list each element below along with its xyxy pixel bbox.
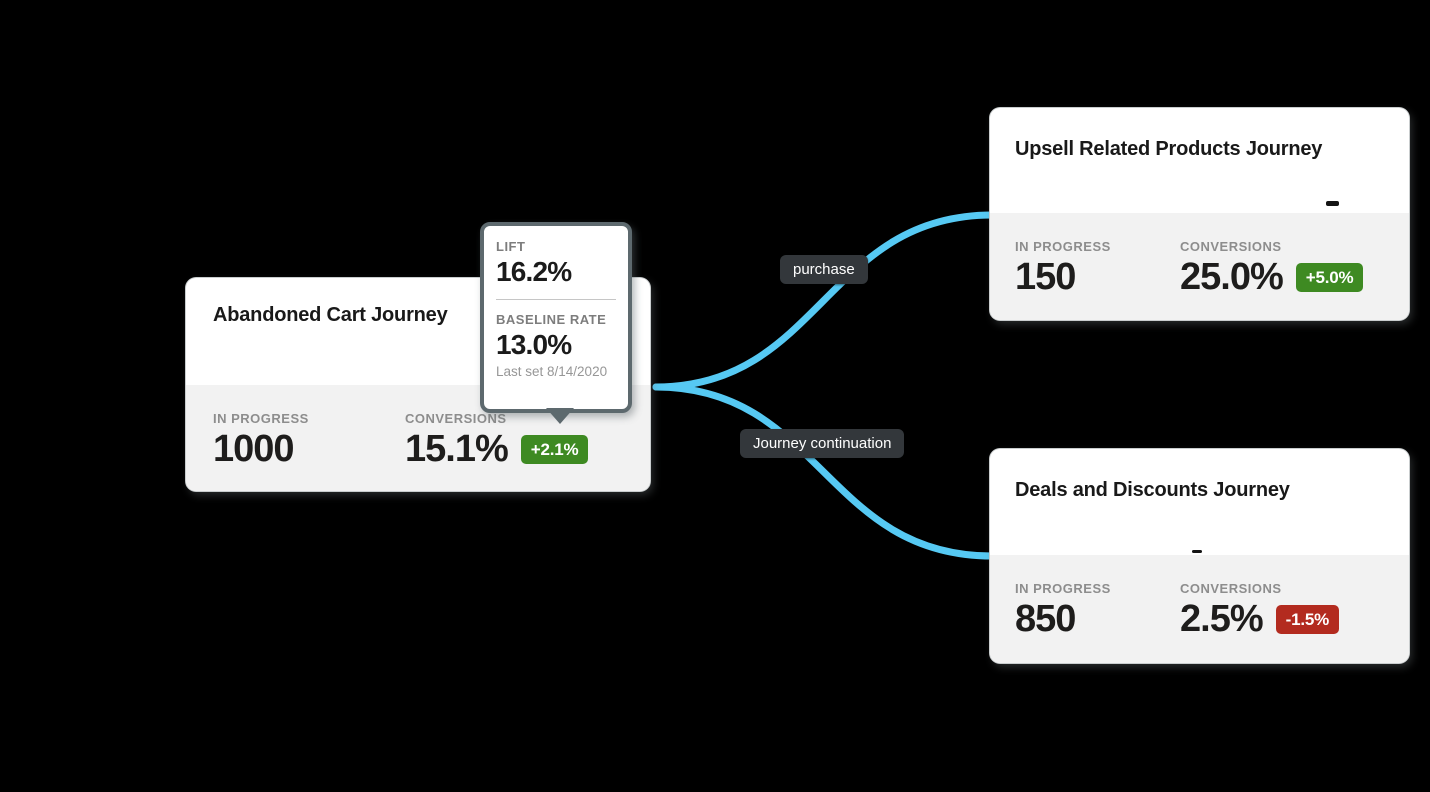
node-title: Abandoned Cart Journey <box>213 304 448 326</box>
node-title-area: Deals and Discounts Journey <box>990 449 1409 555</box>
lift-value: 16.2% <box>496 256 572 287</box>
node-stats: IN PROGRESS 150 CONVERSIONS 25.0% +5.0% <box>990 213 1409 320</box>
conversions-value: 2.5% <box>1180 598 1264 640</box>
in-progress-stat: IN PROGRESS 850 <box>1015 581 1180 663</box>
node-title-area: Upsell Related Products Journey <box>990 108 1409 213</box>
conversions-value: 25.0% <box>1180 256 1284 298</box>
edge-purchase-path <box>652 211 996 391</box>
baseline-rate-label: BASELINE RATE <box>496 311 607 327</box>
conversions-stat: CONVERSIONS 15.1% +2.1% <box>405 411 589 491</box>
tooltip-divider <box>496 298 616 300</box>
in-progress-stat: IN PROGRESS 150 <box>1015 239 1180 320</box>
collapse-dash-icon <box>1192 550 1202 553</box>
conversion-delta-badge[interactable]: +2.1% <box>520 434 589 464</box>
in-progress-label: IN PROGRESS <box>1015 239 1111 254</box>
collapse-dash-icon <box>1326 201 1339 206</box>
journey-node-deals[interactable]: Deals and Discounts Journey IN PROGRESS … <box>990 449 1409 663</box>
edge-label-purchase[interactable]: purchase <box>780 255 868 284</box>
in-progress-stat: IN PROGRESS 1000 <box>213 411 405 491</box>
baseline-rate-value: 13.0% <box>496 328 572 360</box>
conversions-value: 15.1% <box>405 428 509 470</box>
edge-label-journey-continuation[interactable]: Journey continuation <box>740 429 905 458</box>
in-progress-label: IN PROGRESS <box>1015 581 1111 596</box>
conversions-stat: CONVERSIONS 2.5% -1.5% <box>1180 581 1340 663</box>
in-progress-value: 850 <box>1015 598 1076 640</box>
conversions-stat: CONVERSIONS 25.0% +5.0% <box>1180 239 1364 320</box>
node-title: Upsell Related Products Journey <box>1015 138 1323 160</box>
conversions-label: CONVERSIONS <box>1180 581 1282 596</box>
lift-label: LIFT <box>496 239 526 254</box>
conversions-label: CONVERSIONS <box>1180 239 1282 254</box>
node-title: Deals and Discounts Journey <box>1015 479 1290 501</box>
tooltip-pointer-icon <box>546 408 574 424</box>
node-stats: IN PROGRESS 850 CONVERSIONS 2.5% -1.5% <box>990 555 1409 663</box>
baseline-rate-tooltip: LIFT 16.2% BASELINE RATE 13.0% Last set … <box>480 222 632 424</box>
node-title-area: Abandoned Cart Journey <box>186 278 650 385</box>
in-progress-label: IN PROGRESS <box>213 411 309 426</box>
conversion-delta-badge[interactable]: -1.5% <box>1275 604 1340 634</box>
edge-continuation-path <box>652 383 996 560</box>
conversion-delta-badge[interactable]: +5.0% <box>1295 262 1364 292</box>
conversions-label: CONVERSIONS <box>405 411 507 426</box>
in-progress-value: 1000 <box>213 428 295 470</box>
baseline-last-set-note: Last set 8/14/2020 <box>496 363 608 379</box>
in-progress-value: 150 <box>1015 256 1076 298</box>
journey-node-upsell[interactable]: Upsell Related Products Journey IN PROGR… <box>990 108 1409 320</box>
